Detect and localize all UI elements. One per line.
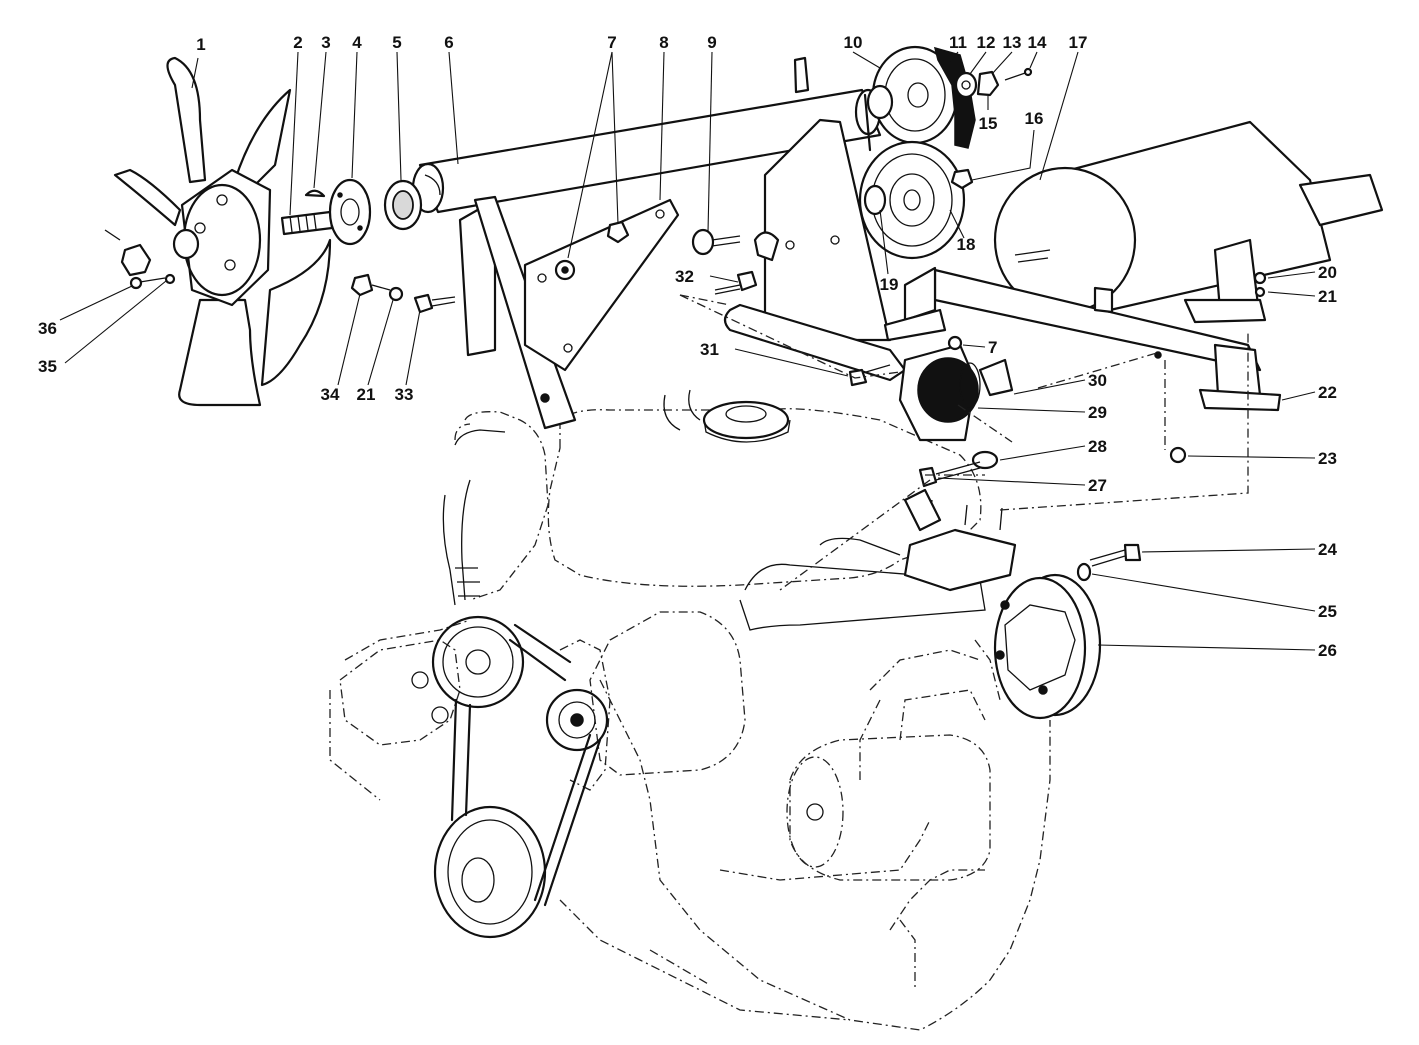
callout-28: 28 <box>1088 437 1107 456</box>
callout-6: 6 <box>444 33 453 52</box>
callout-24: 24 <box>1318 540 1337 559</box>
leader-lines <box>59 51 1316 651</box>
callout-14: 14 <box>1028 33 1047 52</box>
bolts <box>350 228 758 314</box>
rubber-mount <box>898 343 1014 442</box>
misc-fasteners <box>848 271 1267 488</box>
callout-15: 15 <box>979 114 998 133</box>
crank-pulley <box>993 543 1142 720</box>
adjusting-arm <box>723 231 907 382</box>
mounting-plate <box>523 198 680 372</box>
callout-19: 19 <box>880 275 899 294</box>
callout-30: 30 <box>1088 371 1107 390</box>
engine-block <box>329 408 1061 1031</box>
callout-27: 27 <box>1088 476 1107 495</box>
callout-20: 20 <box>1318 263 1337 282</box>
callout-7-right: 7 <box>988 338 997 357</box>
callout-5: 5 <box>392 33 401 52</box>
callout-22: 22 <box>1318 383 1337 402</box>
hub-nut <box>104 228 200 290</box>
callout-11: 11 <box>949 33 967 52</box>
callout-7-top: 7 <box>607 33 616 52</box>
callout-16: 16 <box>1025 109 1044 128</box>
callout-10: 10 <box>844 33 863 52</box>
drive-belt <box>431 615 609 939</box>
callout-4: 4 <box>352 33 362 52</box>
callout-2: 2 <box>293 33 302 52</box>
callout-29: 29 <box>1088 403 1107 422</box>
callout-21-right: 21 <box>1318 287 1337 306</box>
shaft-parts <box>280 178 423 246</box>
callout-labels: 1 2 3 4 5 6 7 8 9 10 11 12 13 14 15 16 1… <box>38 33 1337 660</box>
callout-36: 36 <box>38 319 57 338</box>
oil-filler-cap <box>663 389 791 443</box>
pulley-fasteners <box>950 67 1033 190</box>
callout-32: 32 <box>675 267 694 286</box>
callout-21-left: 21 <box>357 385 376 404</box>
generator <box>339 611 746 791</box>
callout-31: 31 <box>700 340 719 359</box>
callout-35: 35 <box>38 357 57 376</box>
fan-blade-assembly <box>113 56 332 407</box>
drive-pulley <box>858 140 966 260</box>
callout-23: 23 <box>1318 449 1337 468</box>
callout-34: 34 <box>321 385 340 404</box>
callout-18: 18 <box>957 235 976 254</box>
muffler <box>993 120 1384 324</box>
coolant-hose <box>442 429 986 631</box>
starter-motor <box>786 689 991 881</box>
phantom-guides <box>679 294 1249 591</box>
callout-25: 25 <box>1318 602 1337 621</box>
idler-pulley <box>866 45 959 145</box>
muffler-frame <box>883 266 1282 412</box>
callout-9: 9 <box>707 33 716 52</box>
callout-33: 33 <box>395 385 414 404</box>
callout-3: 3 <box>321 33 330 52</box>
callout-8: 8 <box>659 33 668 52</box>
exhaust-flange <box>903 488 1017 592</box>
callout-12: 12 <box>977 33 996 52</box>
callout-26: 26 <box>1318 641 1337 660</box>
callout-17: 17 <box>1069 33 1088 52</box>
callout-1: 1 <box>196 35 205 54</box>
callout-13: 13 <box>1003 33 1022 52</box>
